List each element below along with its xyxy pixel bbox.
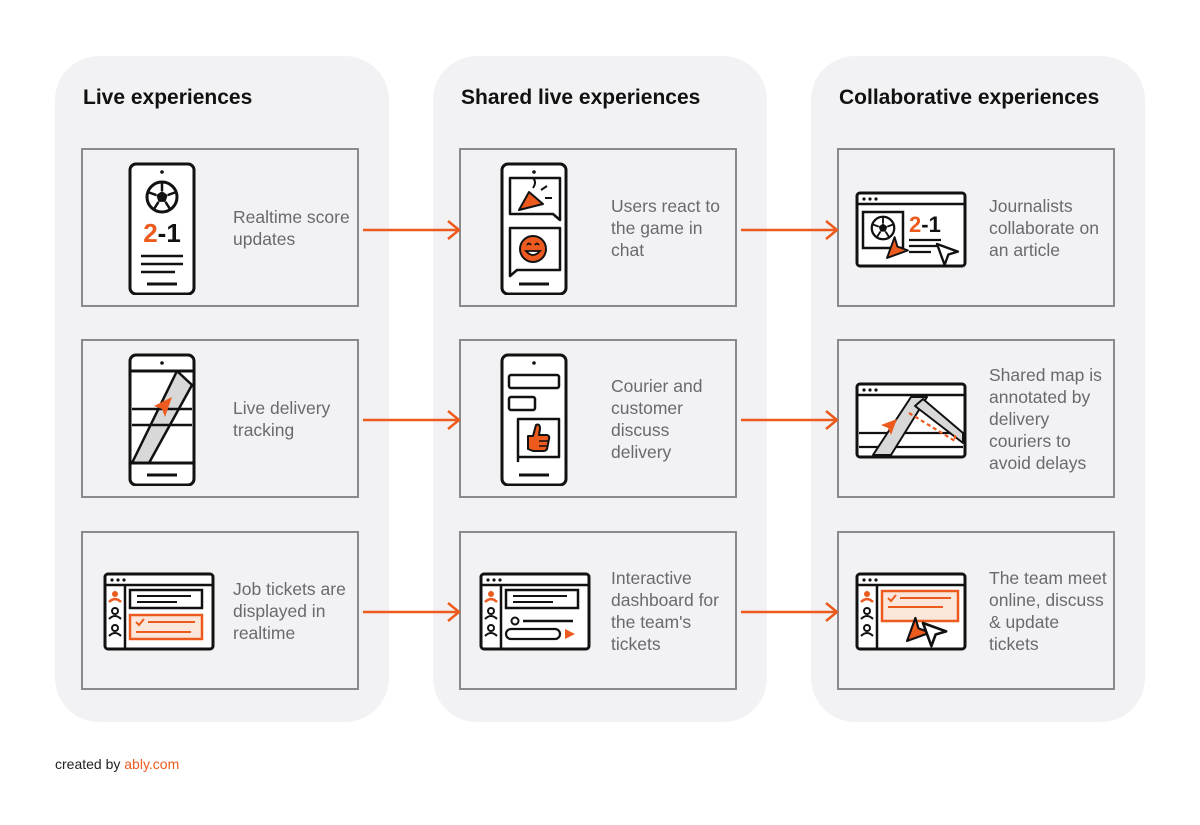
card-team-meet-online: The team meet online, discuss & update t… bbox=[837, 531, 1115, 690]
card-delivery-tracking: Live delivery tracking bbox=[81, 339, 359, 498]
phone-map-tracking-icon bbox=[128, 353, 196, 486]
card-realtime-score: 2-1 Realtime score updates bbox=[81, 148, 359, 307]
arrow-connector bbox=[741, 410, 839, 430]
browser-shared-map-icon bbox=[855, 382, 967, 459]
arrow-connector bbox=[363, 602, 461, 622]
phone-chat-thumbs-up-icon bbox=[500, 353, 568, 486]
column-title: Shared live experiences bbox=[461, 86, 701, 109]
svg-text:2-1: 2-1 bbox=[909, 212, 941, 237]
card-journalists-collaborate: 2-1 Journalists collaborate on an articl… bbox=[837, 148, 1115, 307]
column-live-experiences: Live experiences 2-1 Realtime score upda… bbox=[55, 56, 389, 722]
phone-chat-reactions-icon bbox=[500, 162, 568, 295]
card-text: Shared map is annotated by delivery cour… bbox=[989, 364, 1102, 473]
card-users-react: Users react to the game in chat bbox=[459, 148, 737, 307]
card-text: Courier and customer discuss delivery bbox=[611, 375, 703, 462]
card-text: Interactive dashboard for the team's tic… bbox=[611, 567, 719, 654]
column-title: Live experiences bbox=[83, 86, 253, 109]
arrow-connector bbox=[363, 220, 461, 240]
card-job-tickets: Job tickets are displayed in realtime bbox=[81, 531, 359, 690]
arrow-connector bbox=[363, 410, 461, 430]
browser-collab-article-icon: 2-1 bbox=[855, 191, 967, 268]
card-text: Journalists collaborate on an article bbox=[989, 195, 1099, 260]
card-text: Users react to the game in chat bbox=[611, 195, 720, 260]
phone-football-score-icon: 2-1 bbox=[128, 162, 196, 295]
column-collaborative-experiences: Collaborative experiences 2-1 Journalist… bbox=[811, 56, 1145, 722]
card-interactive-dashboard: Interactive dashboard for the team's tic… bbox=[459, 531, 737, 690]
card-shared-map: Shared map is annotated by delivery cour… bbox=[837, 339, 1115, 498]
card-text: The team meet online, discuss & update t… bbox=[989, 567, 1107, 654]
footer-link[interactable]: ably.com bbox=[124, 756, 180, 772]
arrow-connector bbox=[741, 220, 839, 240]
footer-prefix: created by bbox=[55, 756, 121, 772]
column-title: Collaborative experiences bbox=[839, 86, 1100, 109]
footer-credit: created by ably.com bbox=[55, 756, 179, 772]
arrow-connector bbox=[741, 602, 839, 622]
card-text: Live delivery tracking bbox=[233, 397, 331, 440]
dashboard-interactive-icon bbox=[479, 572, 591, 651]
dashboard-tickets-icon bbox=[103, 572, 215, 651]
svg-text:2-1: 2-1 bbox=[143, 218, 181, 248]
column-shared-live-experiences: Shared live experiences Users react to t… bbox=[433, 56, 767, 722]
dashboard-multi-cursor-icon bbox=[855, 572, 967, 651]
card-text: Realtime score updates bbox=[233, 206, 350, 249]
card-text: Job tickets are displayed in realtime bbox=[233, 578, 346, 643]
card-courier-customer: Courier and customer discuss delivery bbox=[459, 339, 737, 498]
